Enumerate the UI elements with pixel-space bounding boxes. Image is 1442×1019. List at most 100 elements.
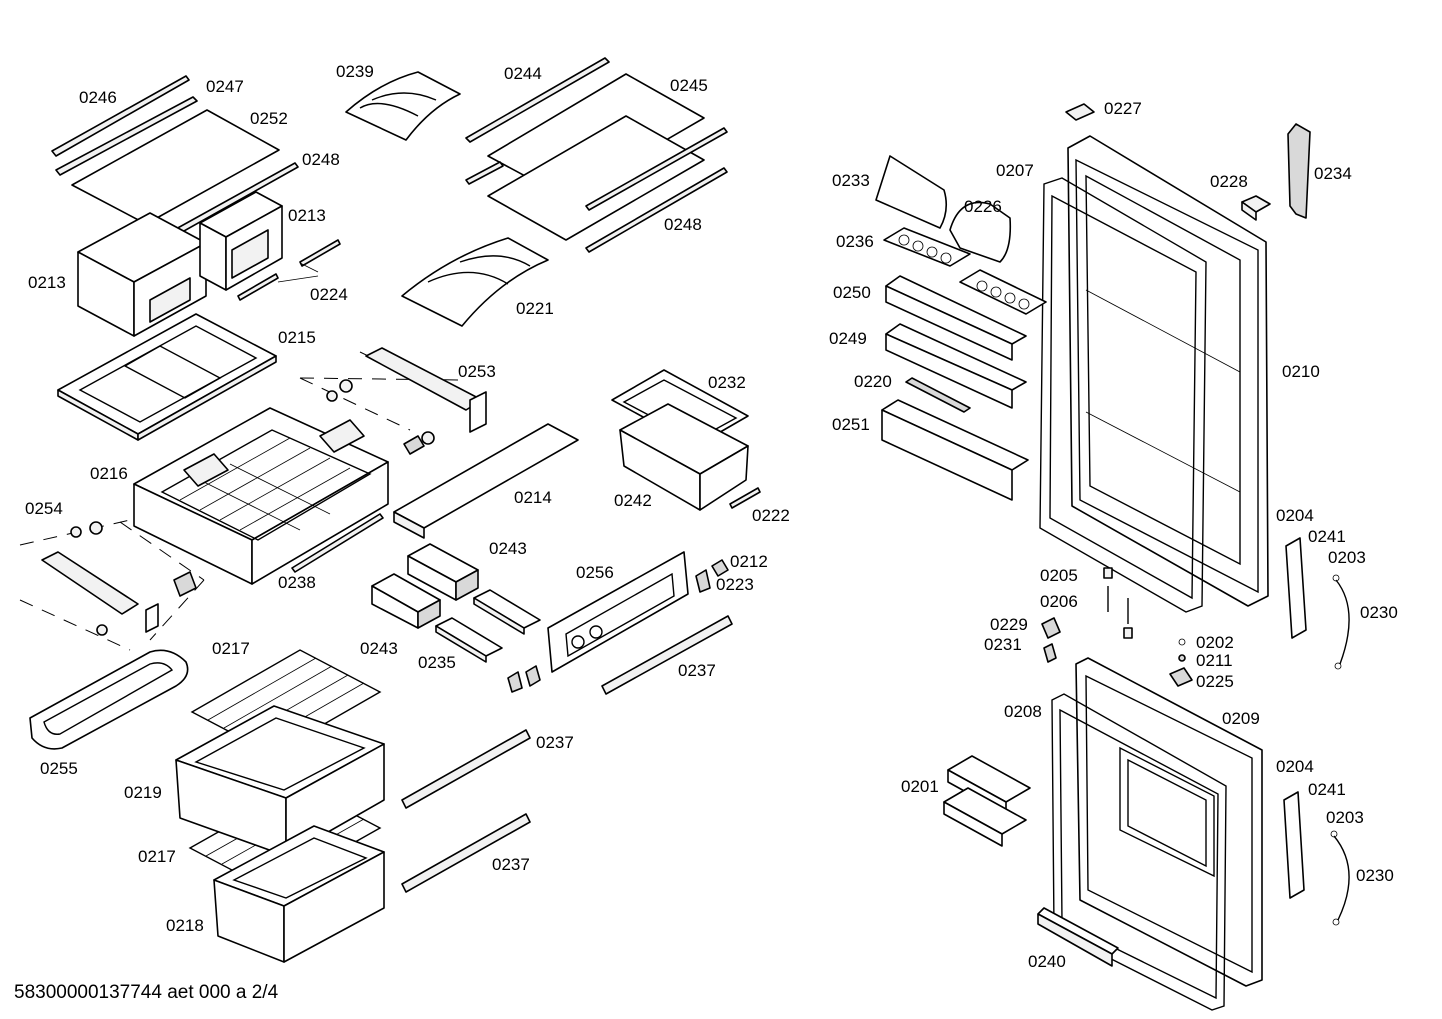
part-0247-rail bbox=[55, 96, 198, 176]
label-0218: 0218 bbox=[166, 916, 204, 935]
part-0233-cover bbox=[875, 155, 948, 229]
label-0204: 0204 bbox=[1276, 506, 1314, 525]
label-0234: 0234 bbox=[1314, 164, 1352, 183]
part-0228 bbox=[1241, 195, 1271, 221]
part-0243-box-lower bbox=[371, 573, 441, 629]
part-0226-butter-compartment bbox=[949, 201, 1012, 263]
label-0251: 0251 bbox=[832, 415, 870, 434]
label-0213: 0213 bbox=[28, 273, 66, 292]
label-0222: 0222 bbox=[752, 506, 790, 525]
label-0217: 0217 bbox=[138, 847, 176, 866]
label-0220: 0220 bbox=[854, 372, 892, 391]
part-0249-door-shelf bbox=[885, 323, 1027, 409]
part-0229-0231-fasteners bbox=[1041, 617, 1061, 663]
part-0248-trim-strips-right bbox=[465, 127, 728, 253]
part-0241-hinge-upper bbox=[1285, 537, 1307, 639]
label-0249: 0249 bbox=[829, 329, 867, 348]
label-0223: 0223 bbox=[716, 575, 754, 594]
part-0236-egg-tray bbox=[883, 227, 971, 267]
label-0232: 0232 bbox=[708, 373, 746, 392]
part-0237-strip-b bbox=[401, 729, 531, 809]
label-0237: 0237 bbox=[492, 855, 530, 874]
label-0230: 0230 bbox=[1356, 866, 1394, 885]
part-0209-freezer-door bbox=[1075, 657, 1263, 987]
part-0202-0211-0225 bbox=[1169, 638, 1193, 687]
label-0216: 0216 bbox=[90, 464, 128, 483]
label-0202: 0202 bbox=[1196, 633, 1234, 652]
label-0203: 0203 bbox=[1328, 548, 1366, 567]
label-0253: 0253 bbox=[458, 362, 496, 381]
label-0224: 0224 bbox=[310, 285, 348, 304]
part-0251-door-shelf bbox=[881, 399, 1029, 501]
part-0239-curved-tray bbox=[345, 71, 461, 141]
label-0206: 0206 bbox=[1040, 592, 1078, 611]
label-0236: 0236 bbox=[836, 232, 874, 251]
label-0248: 0248 bbox=[302, 150, 340, 169]
label-0248: 0248 bbox=[664, 215, 702, 234]
part-0213-cover-left bbox=[77, 212, 207, 337]
part-0236-egg-tray-2 bbox=[959, 269, 1047, 315]
part-0243-box-upper bbox=[407, 543, 479, 601]
label-0230: 0230 bbox=[1360, 603, 1398, 622]
part-0234-control-module bbox=[1287, 123, 1311, 219]
label-0242: 0242 bbox=[614, 491, 652, 510]
label-0241: 0241 bbox=[1308, 527, 1346, 546]
label-0207: 0207 bbox=[996, 161, 1034, 180]
part-0235-tray bbox=[435, 617, 503, 663]
label-0252: 0252 bbox=[250, 109, 288, 128]
label-0227: 0227 bbox=[1104, 99, 1142, 118]
label-0247: 0247 bbox=[206, 77, 244, 96]
part-0240-handle bbox=[1037, 907, 1119, 967]
label-0225: 0225 bbox=[1196, 672, 1234, 691]
label-0238: 0238 bbox=[278, 573, 316, 592]
label-0233: 0233 bbox=[832, 171, 870, 190]
part-0220-insert bbox=[905, 377, 971, 413]
label-0203: 0203 bbox=[1326, 808, 1364, 827]
part-0252-glass-shelf bbox=[71, 109, 280, 225]
label-0243: 0243 bbox=[360, 639, 398, 658]
label-0240: 0240 bbox=[1028, 952, 1066, 971]
part-labels: 0246 0247 0252 0248 0213 0213 0224 0215 … bbox=[25, 62, 1398, 971]
label-0237: 0237 bbox=[536, 733, 574, 752]
label-0250: 0250 bbox=[833, 283, 871, 302]
label-0244: 0244 bbox=[504, 64, 542, 83]
part-0207-door-gasket bbox=[1039, 177, 1207, 613]
part-0213-cover-right bbox=[199, 191, 283, 291]
part-0250-door-shelf bbox=[885, 275, 1027, 361]
part-0245-glass-shelf bbox=[487, 73, 705, 241]
part-0237-strip-a bbox=[601, 615, 733, 695]
label-0241: 0241 bbox=[1308, 780, 1346, 799]
label-0210: 0210 bbox=[1282, 362, 1320, 381]
part-0210-fridge-door bbox=[1067, 135, 1269, 607]
part-0241-hinge-lower bbox=[1283, 791, 1305, 899]
part-0255-tray bbox=[29, 649, 189, 750]
label-0246: 0246 bbox=[79, 88, 117, 107]
part-0237-strip-c bbox=[401, 813, 531, 893]
label-0245: 0245 bbox=[670, 76, 708, 95]
part-0205-0206-fasteners bbox=[1103, 567, 1133, 639]
label-0211: 0211 bbox=[1196, 651, 1233, 670]
document-id-footer: 58300000137744 aet 000 a 2/4 bbox=[14, 982, 279, 1003]
label-0212: 0212 bbox=[730, 552, 768, 571]
part-0218-crisper-drawer bbox=[213, 825, 385, 963]
label-0209: 0209 bbox=[1222, 709, 1260, 728]
part-0246-rail bbox=[51, 75, 190, 157]
label-0235: 0235 bbox=[418, 653, 456, 672]
label-0256: 0256 bbox=[576, 563, 614, 582]
part-0201-blocks bbox=[943, 755, 1031, 847]
label-0208: 0208 bbox=[1004, 702, 1042, 721]
label-0229: 0229 bbox=[990, 615, 1028, 634]
label-0255: 0255 bbox=[40, 759, 78, 778]
part-0219-crisper-drawer bbox=[175, 705, 385, 857]
label-0201: 0201 bbox=[901, 777, 939, 796]
part-0215-shelf-frame bbox=[57, 313, 277, 441]
label-0226: 0226 bbox=[964, 197, 1002, 216]
label-0213: 0213 bbox=[288, 206, 326, 225]
part-0221-curved-tray bbox=[401, 237, 549, 327]
part-0214-cover-panel bbox=[393, 423, 579, 539]
label-0215: 0215 bbox=[278, 328, 316, 347]
part-0243-tray bbox=[473, 589, 541, 635]
label-0231: 0231 bbox=[984, 635, 1022, 654]
part-0238-strip bbox=[291, 513, 384, 573]
label-0219: 0219 bbox=[124, 783, 162, 802]
